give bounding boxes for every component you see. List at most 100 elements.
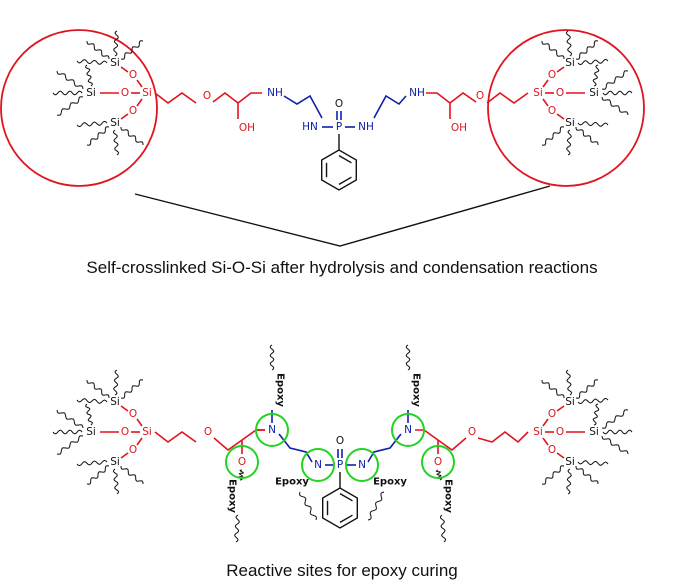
glycidyl-chain (426, 92, 477, 105)
amide-n: N (358, 459, 366, 471)
siloxane-oxygen: O (548, 408, 556, 420)
outer-si-atom: Si (86, 426, 96, 438)
wavy-bond (56, 435, 84, 455)
phosphorus-atom: P (336, 121, 342, 133)
reactive-site-circle (421, 445, 455, 479)
bottom-caption: Reactive sites for epoxy curing (226, 561, 458, 580)
si-o-bond (542, 437, 549, 446)
wavy-bond (76, 459, 108, 467)
reactive-site-circle (301, 448, 335, 482)
wavy-bond (565, 369, 573, 396)
si-o-bond (136, 98, 143, 107)
wavy-bond (85, 64, 93, 87)
ethylene-chain (283, 94, 323, 119)
ethylene-chain (373, 94, 407, 119)
o-si-bond (556, 405, 565, 412)
connector-lines (134, 185, 551, 247)
wavy-bond (76, 59, 108, 65)
o-si-bond (120, 452, 129, 459)
wavy-bond (299, 491, 317, 521)
hydroxyl-group: OH (239, 122, 255, 134)
propyl-chain (486, 92, 529, 104)
si-o-bond (136, 418, 143, 427)
wavy-bond (56, 70, 84, 90)
wavy-bond (565, 30, 573, 57)
wavy-bond (602, 90, 633, 96)
benzene-double-bond (338, 176, 352, 186)
ether-oxygen: O (238, 456, 246, 468)
outer-si-atom: Si (589, 426, 599, 438)
wavy-bond (269, 344, 275, 371)
wavy-bond (86, 126, 110, 146)
wavy-bond (575, 126, 599, 146)
siloxane-oxygen: O (121, 87, 129, 99)
wavy-bond (52, 429, 83, 435)
amide-n: N (314, 459, 322, 471)
siloxane-oxygen: O (129, 444, 137, 456)
epoxy-label: Epoxy (275, 477, 309, 488)
outer-si-atom: Si (565, 117, 575, 129)
wavy-bond (439, 514, 447, 543)
wavy-bond (76, 120, 108, 128)
ether-oxygen: O (468, 426, 476, 438)
benzene-double-bond (339, 492, 353, 502)
siloxane-oxygen: O (548, 105, 556, 117)
wavy-bond (575, 40, 599, 60)
wavy-bond (405, 344, 411, 371)
epoxy-label: Epoxy (227, 479, 238, 513)
si-o-bond (542, 79, 549, 88)
outer-si-atom: Si (110, 396, 120, 408)
glycidyl-chain (212, 91, 262, 105)
outer-si-atom: Si (565, 57, 575, 69)
si-o-bond (542, 98, 549, 107)
outer-si-atom: Si (589, 87, 599, 99)
highlight-circle (487, 29, 645, 187)
wavy-bond (577, 397, 609, 405)
ether-oxygen: O (434, 456, 442, 468)
siloxane-oxygen: O (548, 444, 556, 456)
outer-si-atom: Si (110, 456, 120, 468)
o-si-bond (120, 405, 129, 412)
wavy-bond (112, 468, 120, 495)
reactive-site-circle (391, 413, 425, 447)
amine-nh: NH (267, 87, 283, 99)
wavy-bond (113, 369, 119, 396)
ether-oxygen: O (204, 426, 212, 438)
wavy-bond (56, 409, 84, 429)
wavy-bond (234, 514, 240, 543)
reactive-site-circle (345, 448, 379, 482)
wavy-bond (566, 129, 572, 156)
wavy-bond (85, 403, 93, 426)
siloxane-oxygen: O (548, 69, 556, 81)
outer-si-atom: Si (86, 87, 96, 99)
tertiary-amine-n: N (268, 424, 276, 436)
benzene-double-bond (339, 514, 353, 524)
wavy-bond (120, 40, 144, 60)
o-si-bond (556, 113, 565, 120)
wavy-bond (86, 465, 110, 485)
o-si-bond (120, 66, 129, 73)
wavy-bond (577, 460, 609, 466)
phosphoryl-oxygen: O (336, 435, 344, 447)
wavy-bond (592, 403, 600, 426)
amide-hn: HN (302, 121, 318, 133)
wavy-bond (56, 96, 84, 116)
wavy-bond (601, 409, 629, 429)
epoxy-label: Epoxy (443, 479, 454, 513)
ethylene-chain (278, 433, 313, 463)
si-o-bond (542, 418, 549, 427)
siloxane-oxygen: O (121, 426, 129, 438)
central-si-atom: Si (142, 87, 152, 99)
outer-si-atom: Si (565, 456, 575, 468)
propyl-chain (477, 430, 529, 444)
wavy-bond (86, 40, 110, 60)
outer-si-atom: Si (110, 117, 120, 129)
siloxane-oxygen: O (129, 408, 137, 420)
amine-nh: NH (409, 87, 425, 99)
o-si-bond (556, 452, 565, 459)
ether-oxygen: O (203, 90, 211, 102)
siloxane-oxygen: O (129, 105, 137, 117)
phosphoryl-oxygen: O (335, 98, 343, 110)
top-caption: Self-crosslinked Si-O-Si after hydrolysi… (86, 258, 597, 277)
